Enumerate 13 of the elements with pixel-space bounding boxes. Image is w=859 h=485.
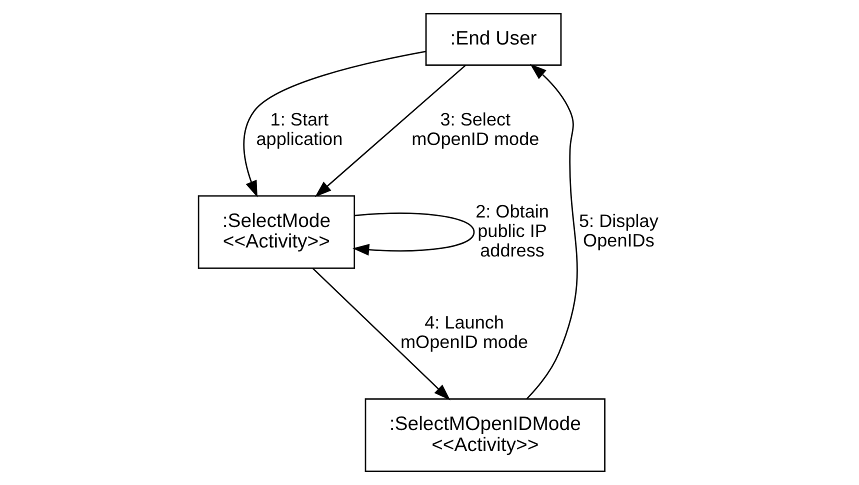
edge-label: 3: Select mOpenID mode: [412, 110, 540, 149]
node-box: :End User: [425, 12, 562, 66]
node-box: :SelectMOpenIDMode <<Activity>>: [364, 398, 606, 472]
arrow: [352, 212, 475, 256]
edge-label: 4: Launch mOpenID mode: [400, 312, 528, 352]
arrow: [526, 64, 578, 400]
arrow: [314, 64, 466, 198]
arrow: [243, 50, 426, 198]
node-box: :SelectMode <<Activity>>: [198, 195, 356, 269]
edge-label: 1: Start application: [256, 110, 343, 149]
edge-label: 5: Display OpenIDs: [579, 211, 658, 251]
arrow: [312, 268, 450, 400]
edge-label: 2: Obtain public IP address: [476, 201, 549, 260]
